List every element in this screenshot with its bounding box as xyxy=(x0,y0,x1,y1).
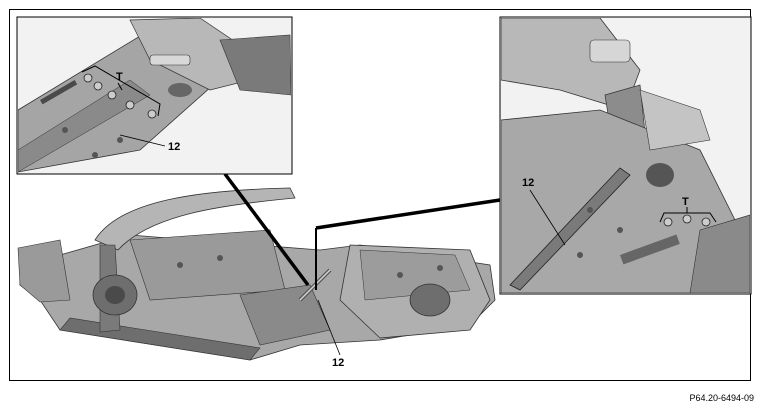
left-inset-callout-T: T xyxy=(116,71,123,83)
main-callout-12: 12 xyxy=(332,357,344,369)
right-inset-callout-12: 12 xyxy=(522,177,534,189)
left-inset-callout-12: 12 xyxy=(168,141,180,153)
body-shell-illustration xyxy=(17,187,496,361)
right-inset-pointer xyxy=(315,198,501,230)
right-inset-callout-T: T xyxy=(682,196,689,208)
figure-code: P64.20-6494-09 xyxy=(689,393,754,403)
left-inset-pointer xyxy=(223,172,310,287)
right-detail-inset: T 12 xyxy=(499,16,752,295)
main-callout-leader xyxy=(317,299,341,356)
left-detail-inset: T 12 xyxy=(16,16,293,175)
